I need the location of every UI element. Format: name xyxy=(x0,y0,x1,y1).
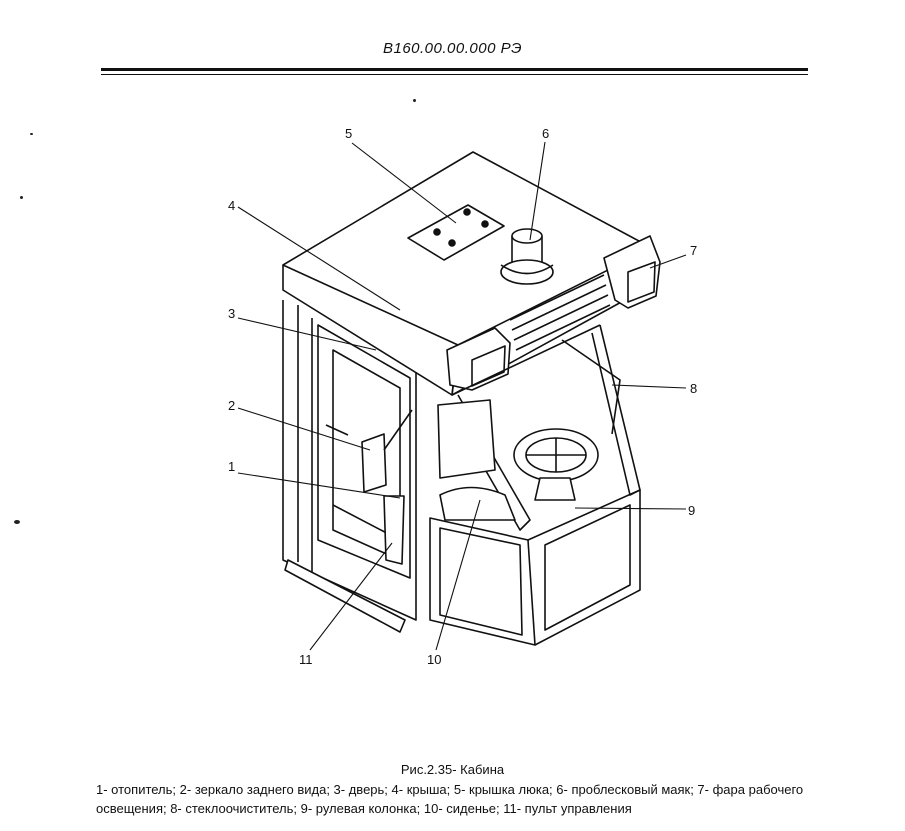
callout-2: 2 xyxy=(228,398,235,413)
scan-speck xyxy=(413,99,416,102)
steering-column xyxy=(534,477,576,501)
work-light-right xyxy=(603,235,661,309)
figure-caption-legend: 1- отопитель; 2- зеркало заднего вида; 3… xyxy=(96,782,804,816)
callout-8: 8 xyxy=(690,381,697,396)
scan-speck xyxy=(30,133,33,135)
hatch-cover xyxy=(407,204,505,261)
callout-11: 11 xyxy=(299,652,313,667)
callout-4: 4 xyxy=(228,198,235,213)
callout-5: 5 xyxy=(345,126,352,141)
callout-7: 7 xyxy=(690,243,697,258)
header-rule-thin xyxy=(101,74,808,75)
seat xyxy=(439,486,516,521)
control-console xyxy=(383,495,405,565)
wiper xyxy=(561,339,621,435)
step xyxy=(284,559,406,633)
rear-mirror xyxy=(361,433,387,493)
document-code-header: В160.00.00.000 РЭ xyxy=(382,40,522,57)
callout-9: 9 xyxy=(688,503,695,518)
door-frame xyxy=(317,324,411,579)
callout-1: 1 xyxy=(228,459,235,474)
callout-10: 10 xyxy=(427,652,441,667)
callout-3: 3 xyxy=(228,306,235,321)
header-rule-thick xyxy=(101,68,808,71)
cabin-left-wall xyxy=(282,300,417,621)
scan-speck xyxy=(14,520,20,524)
scan-speck xyxy=(20,196,23,199)
callout-6: 6 xyxy=(542,126,549,141)
figure-caption-title: Рис.2.35- Кабина xyxy=(400,762,505,777)
